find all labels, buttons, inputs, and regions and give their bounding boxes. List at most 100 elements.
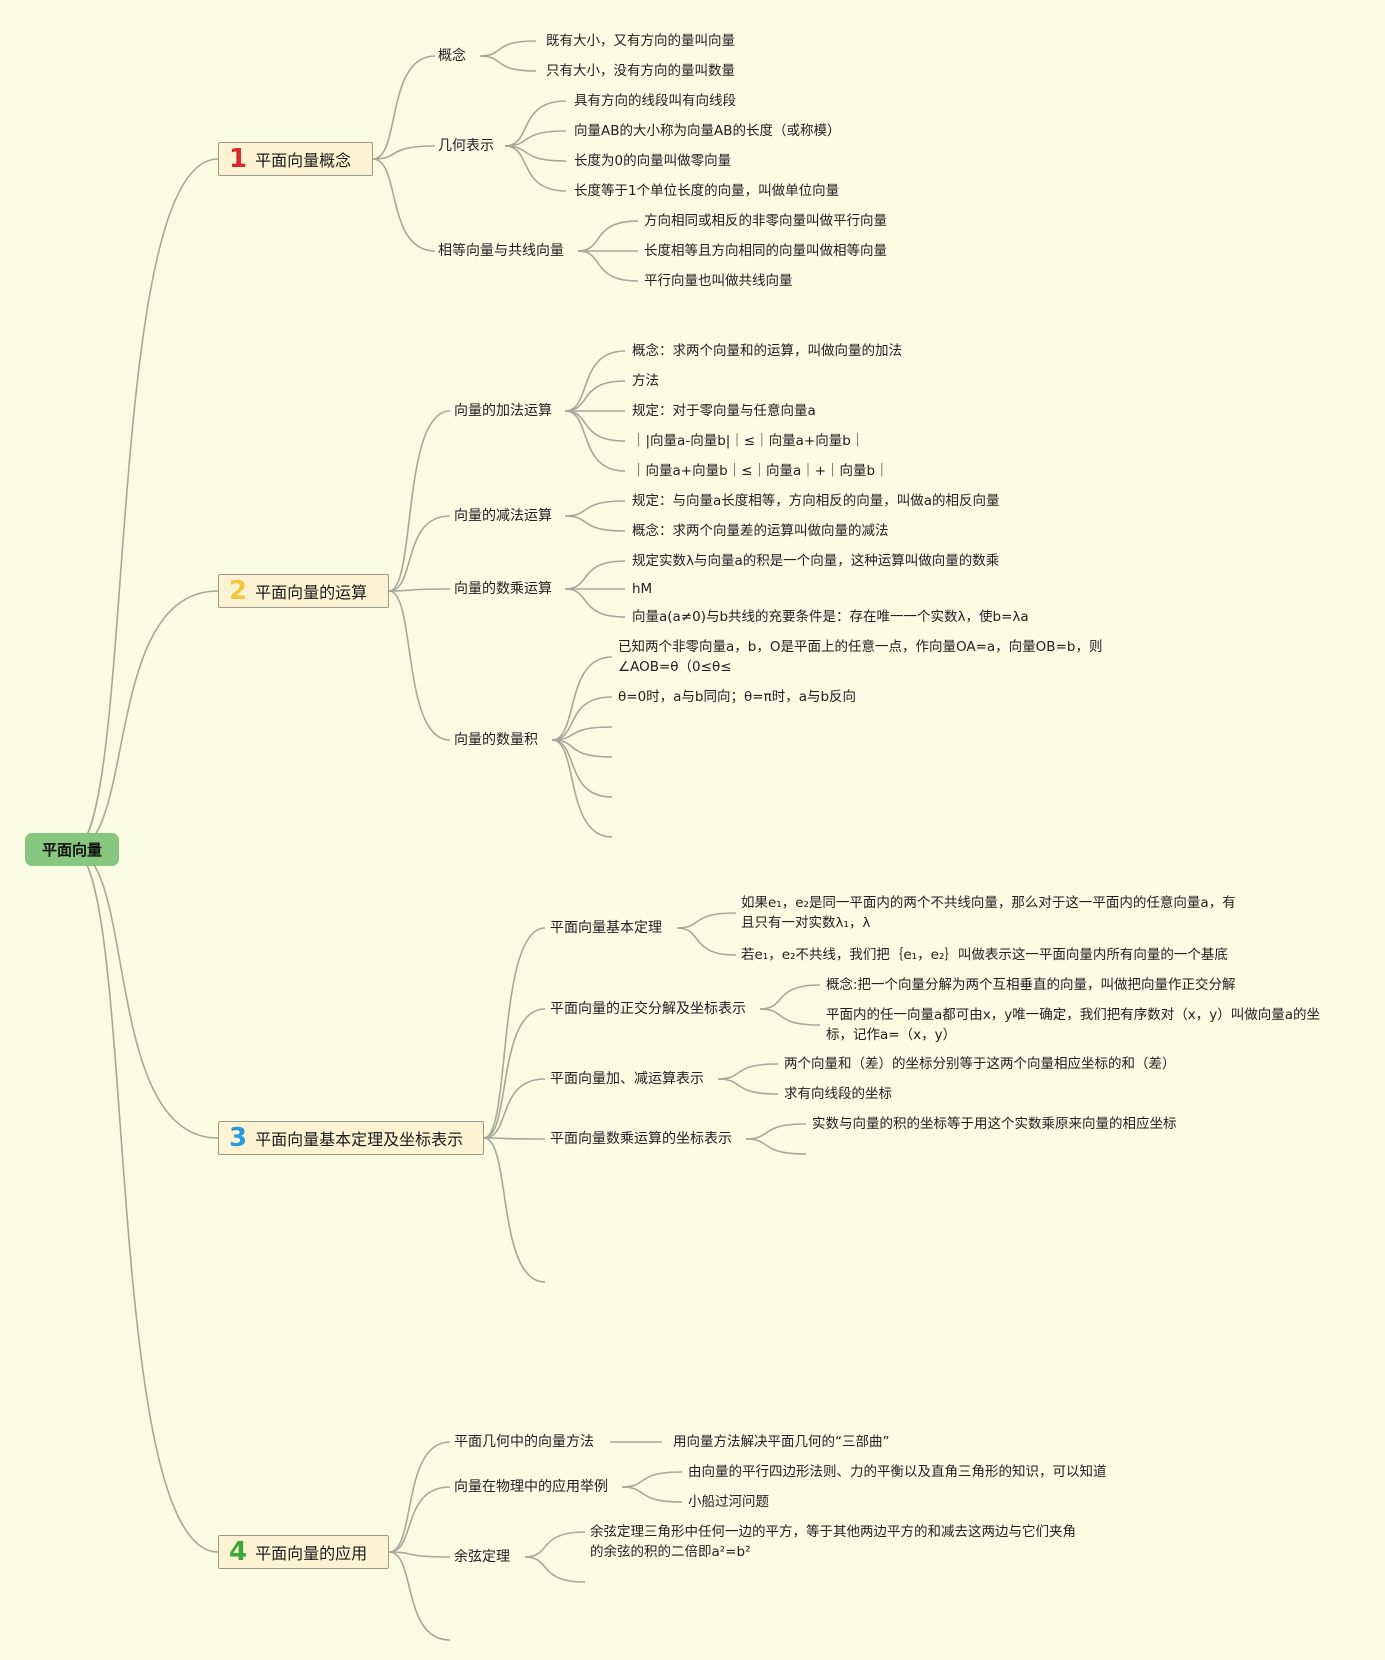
topic3-orthogonal-connector bbox=[759, 984, 821, 1010]
topic2-addition-item[interactable]: ｜|向量a-向量b|｜≤｜向量a+向量b｜ bbox=[632, 433, 865, 449]
topic2-dot-item[interactable]: θ=0时，a与b同向；θ=π时，a与b反向 bbox=[618, 689, 857, 705]
topic3-theorem-item[interactable]: 如果e₁，e₂是同一平面内的两个不共线向量，那么对于这一平面内的任意向量a，有且… bbox=[741, 895, 1236, 931]
topic3-orthogonal-connector bbox=[759, 1008, 821, 1026]
topic2-addition-connector bbox=[564, 410, 626, 472]
topic3-theorem-connector bbox=[676, 912, 737, 929]
main-topic-1-label: 平面向量概念 bbox=[255, 151, 352, 170]
topic1-concept-item[interactable]: 只有大小，没有方向的量叫数量 bbox=[546, 63, 735, 79]
topic1-connector bbox=[372, 158, 436, 252]
main-topic-3-label: 平面向量基本定理及坐标表示 bbox=[255, 1130, 464, 1149]
root-connector bbox=[71, 158, 219, 851]
topic2-scalar-item[interactable]: 规定实数λ与向量a的积是一个向量，这种运算叫做向量的数乘 bbox=[632, 553, 1000, 569]
topic2-subtraction[interactable]: 向量的减法运算 bbox=[454, 508, 552, 524]
topic2-dot-connector bbox=[551, 726, 613, 741]
topic3-add-sub-connector bbox=[717, 1078, 779, 1095]
topic2-dot-item[interactable]: 已知两个非零向量a，b，O是平面上的任意一点，作向量OA=a，向量OB=b，则∠… bbox=[618, 639, 1103, 675]
root-connector bbox=[71, 849, 219, 1553]
topic2-addition-item[interactable]: ｜向量a+向量b｜≤｜向量a｜+｜向量b｜ bbox=[632, 463, 889, 479]
topic1-concept-connector bbox=[479, 55, 537, 72]
topic2-subtraction-item[interactable]: 规定：与向量a长度相等，方向相反的向量，叫做a的相反向量 bbox=[632, 493, 1000, 509]
topic1-geometry-connector bbox=[504, 130, 567, 147]
main-topic-2-label: 平面向量的运算 bbox=[255, 583, 368, 602]
topic2-scalar-connector bbox=[564, 560, 626, 590]
topic4-connector bbox=[388, 1486, 451, 1553]
topic3-orthogonal-item[interactable]: 概念:把一个向量分解为两个互相垂直的向量，叫做把向量作正交分解 bbox=[826, 977, 1236, 993]
topic2-addition-connector bbox=[564, 350, 626, 412]
topic1-equal-collinear[interactable]: 相等向量与共线向量 bbox=[438, 243, 564, 259]
topic1-geometry-item[interactable]: 长度为0的向量叫做零向量 bbox=[574, 153, 732, 169]
topic2-subtraction-connector bbox=[564, 515, 626, 532]
topic2-addition-item[interactable]: 规定：对于零向量与任意向量a bbox=[632, 403, 816, 419]
main-topic-3[interactable]: 3 平面向量基本定理及坐标表示 bbox=[218, 1121, 484, 1155]
topic4-physics-item[interactable]: 小船过河问题 bbox=[688, 1494, 769, 1510]
topic1-equal-item[interactable]: 方向相同或相反的非零向量叫做平行向量 bbox=[644, 213, 887, 229]
topic1-equal-item[interactable]: 平行向量也叫做共线向量 bbox=[644, 273, 793, 289]
topic3-basic-theorem[interactable]: 平面向量基本定理 bbox=[550, 920, 662, 936]
root-node[interactable]: 平面向量 bbox=[25, 833, 119, 866]
topic3-scalar-connector bbox=[745, 1138, 807, 1155]
main-topic-4[interactable]: 4 平面向量的应用 bbox=[218, 1535, 389, 1569]
topic3-theorem-item[interactable]: 若e₁，e₂不共线，我们把｛e₁，e₂｝叫做表示这一平面向量内所有向量的一个基底 bbox=[741, 947, 1228, 963]
topic2-addition-item[interactable]: 概念：求两个向量和的运算，叫做向量的加法 bbox=[632, 343, 902, 359]
topic2-scalar-mult[interactable]: 向量的数乘运算 bbox=[454, 581, 552, 597]
topic3-scalar-item[interactable]: 实数与向量的积的坐标等于用这个实数乘原来向量的相应坐标 bbox=[812, 1116, 1177, 1132]
topic2-addition[interactable]: 向量的加法运算 bbox=[454, 403, 552, 419]
topic2-addition-item[interactable]: 方法 bbox=[632, 373, 659, 389]
topic2-dot-product[interactable]: 向量的数量积 bbox=[454, 732, 538, 748]
topic4-physics-connector bbox=[621, 1486, 683, 1503]
topic2-connector bbox=[388, 515, 451, 592]
topic3-theorem-connector bbox=[676, 927, 737, 956]
topic1-geometry-connector bbox=[504, 145, 567, 192]
topic2-dot-connector bbox=[551, 696, 613, 741]
topic3-connector bbox=[483, 1137, 546, 1140]
topic3-orthogonal-item[interactable]: 平面内的任一向量a都可由x，y唯一确定，我们把有序数对（x，y）叫做向量a的坐标… bbox=[826, 1007, 1321, 1043]
topic3-connector bbox=[483, 1137, 546, 1283]
topic2-addition-connector bbox=[564, 380, 626, 412]
topic4-connector bbox=[388, 1551, 451, 1641]
topic4-physics-item[interactable]: 由向量的平行四边形法则、力的平衡以及直角三角形的知识，可以知道 bbox=[688, 1464, 1107, 1480]
topic1-geometry[interactable]: 几何表示 bbox=[438, 138, 494, 154]
topic1-equal-connector bbox=[577, 220, 639, 252]
main-topic-1[interactable]: 1 平面向量概念 bbox=[218, 142, 373, 176]
topic1-concept-item[interactable]: 既有大小，又有方向的量叫向量 bbox=[546, 33, 735, 49]
topic4-physics-connector bbox=[621, 1471, 683, 1488]
topic1-geometry-item[interactable]: 长度等于1个单位长度的向量，叫做单位向量 bbox=[574, 183, 840, 199]
root-connector bbox=[71, 849, 219, 1139]
topic1-geometry-item[interactable]: 向量AB的大小称为向量AB的长度（或称模） bbox=[574, 123, 841, 139]
topic3-add-sub-coords[interactable]: 平面向量加、减运算表示 bbox=[550, 1071, 704, 1087]
topic2-dot-connector bbox=[551, 739, 613, 798]
topic1-geometry-connector bbox=[504, 145, 567, 162]
number-1-icon: 1 bbox=[229, 144, 248, 174]
topic2-connector bbox=[388, 410, 451, 592]
topic3-orthogonal[interactable]: 平面向量的正交分解及坐标表示 bbox=[550, 1001, 746, 1017]
topic4-physics[interactable]: 向量在物理中的应用举例 bbox=[454, 1479, 608, 1495]
topic4-geometry-item[interactable]: 用向量方法解决平面几何的“三部曲” bbox=[673, 1434, 890, 1450]
topic2-dot-connector bbox=[551, 739, 613, 758]
topic1-geometry-item[interactable]: 具有方向的线段叫有向线段 bbox=[574, 93, 736, 109]
number-2-icon: 2 bbox=[229, 576, 248, 606]
topic4-cosine-connector bbox=[524, 1556, 586, 1583]
topic1-concept-connector bbox=[479, 40, 537, 57]
topic1-equal-connector bbox=[577, 250, 639, 282]
main-topic-2[interactable]: 2 平面向量的运算 bbox=[218, 574, 389, 608]
topic1-concept[interactable]: 概念 bbox=[438, 48, 466, 64]
topic1-connector bbox=[372, 145, 436, 160]
topic2-scalar-connector bbox=[564, 588, 626, 618]
topic2-subtraction-item[interactable]: 概念：求两个向量差的运算叫做向量的减法 bbox=[632, 523, 889, 539]
topic3-scalar-coords[interactable]: 平面向量数乘运算的坐标表示 bbox=[550, 1131, 732, 1147]
topic4-geometry-method[interactable]: 平面几何中的向量方法 bbox=[454, 1434, 594, 1450]
topic3-add-sub-item[interactable]: 求有向线段的坐标 bbox=[784, 1086, 892, 1102]
topic2-dot-connector bbox=[551, 739, 613, 838]
topic4-cosine-connector bbox=[524, 1531, 586, 1558]
topic4-cosine-item[interactable]: 余弦定理三角形中任何一边的平方，等于其他两边平方的和减去这两边与它们夹角的余弦的… bbox=[590, 1524, 1076, 1560]
topic2-scalar-item[interactable]: 向量a(a≠0)与b共线的充要条件是：存在唯一一个实数λ，使b=λa bbox=[632, 609, 1029, 625]
topic1-equal-item[interactable]: 长度相等且方向相同的向量叫做相等向量 bbox=[644, 243, 887, 259]
topic2-scalar-item[interactable]: hM bbox=[632, 581, 653, 597]
topic2-connector bbox=[388, 588, 451, 592]
topic1-connector bbox=[372, 55, 436, 160]
topic2-addition-connector bbox=[564, 410, 626, 442]
topic4-cosine-law[interactable]: 余弦定理 bbox=[454, 1549, 510, 1565]
topic3-add-sub-item[interactable]: 两个向量和（差）的坐标分别等于这两个向量相应坐标的和（差） bbox=[784, 1056, 1176, 1072]
topic3-connector bbox=[483, 1078, 546, 1139]
